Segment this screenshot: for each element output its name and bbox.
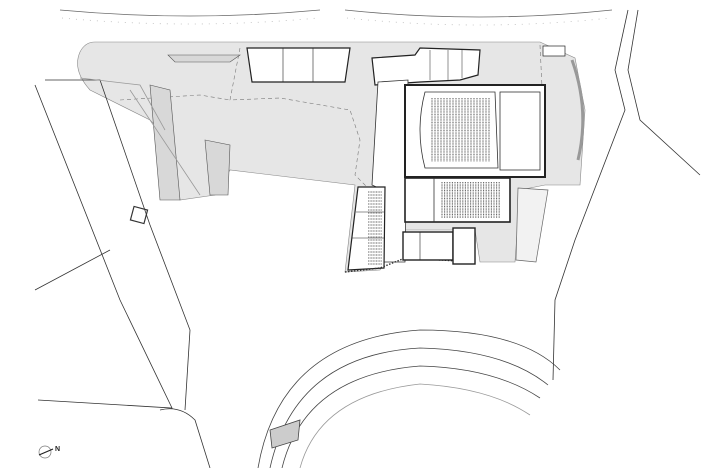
site-boundary-west bbox=[34, 77, 211, 468]
top-street-curbs bbox=[59, 9, 613, 26]
east-structures bbox=[515, 45, 585, 263]
site-boundary-east bbox=[552, 9, 701, 381]
west-wing-rooms bbox=[347, 186, 386, 271]
auditorium-seating bbox=[431, 98, 490, 162]
main-auditorium bbox=[404, 84, 546, 178]
left-ramp bbox=[149, 54, 241, 201]
hall-seating bbox=[441, 182, 500, 218]
north-west-block bbox=[246, 47, 351, 83]
second-hall bbox=[404, 177, 511, 223]
stadium-arcs bbox=[257, 329, 561, 468]
north-arrow-icon bbox=[38, 445, 54, 459]
south-block bbox=[402, 227, 476, 265]
north-label: N bbox=[55, 446, 61, 453]
